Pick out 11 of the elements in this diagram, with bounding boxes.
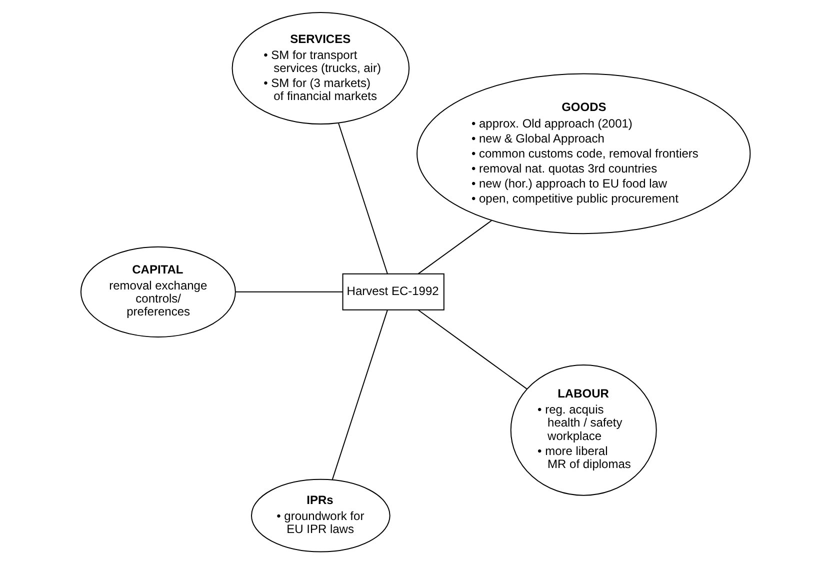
connector <box>418 220 492 274</box>
node-box: Harvest EC-1992 <box>342 273 444 310</box>
node-ellipse: IPRs • groundwork for EU IPR laws <box>251 478 390 552</box>
connector <box>235 291 344 292</box>
node-ellipse: SERVICES • SM for transport services (trucks, air) • SM for (3 markets) of financial markets <box>232 12 410 125</box>
node-ellipse: CAPITAL removal exchange controls/ preferences <box>80 246 236 338</box>
connector <box>338 122 388 274</box>
node-ellipse: GOODS • approx. Old approach (2001) • new & Global Approach • common customs code, removal frontiers • removal nat. quotas 3rd countries • new (hor.) approach to EU food law • open, competitive public procurement <box>416 73 751 234</box>
node-ellipse: LABOUR • reg. acquis health / safety workplace • more liberal MR of diplomas <box>510 364 657 496</box>
connector <box>332 310 388 480</box>
connector <box>418 309 528 390</box>
